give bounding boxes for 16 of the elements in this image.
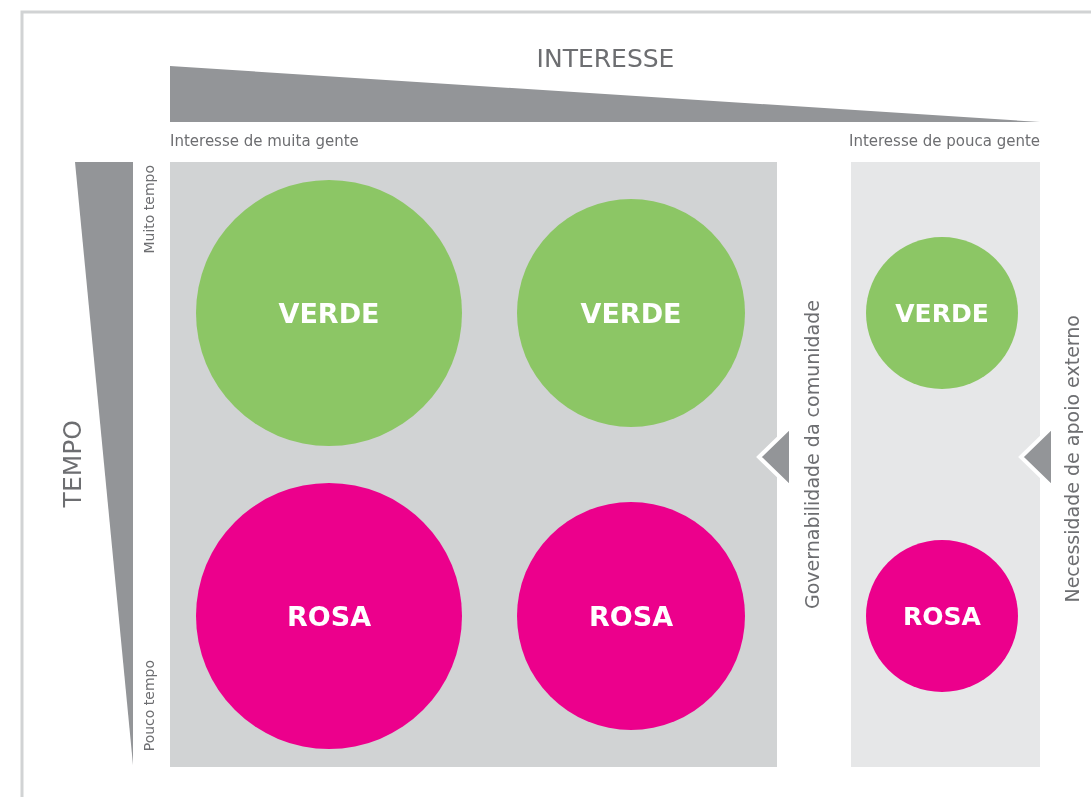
axis-end-label: Muito tempo bbox=[141, 165, 157, 254]
axis-end-label: Pouco tempo bbox=[141, 660, 157, 752]
axis-end-label: Interesse de pouca gente bbox=[848, 132, 1040, 150]
panel bbox=[851, 162, 1040, 767]
category-circle: VERDE bbox=[517, 199, 745, 427]
direction-label: Necessidade de apoio externo bbox=[1061, 315, 1083, 603]
category-circle: ROSA bbox=[866, 540, 1018, 692]
category-circle: VERDE bbox=[196, 180, 462, 446]
axis-end-label: Interesse de muita gente bbox=[170, 132, 359, 150]
category-circle: ROSA bbox=[517, 502, 745, 730]
panel bbox=[170, 162, 777, 767]
axis-title: TEMPO bbox=[58, 420, 87, 508]
axis-title: INTERESSE bbox=[535, 44, 676, 73]
category-circle: ROSA bbox=[196, 483, 462, 749]
category-circle: VERDE bbox=[866, 237, 1018, 389]
direction-label: Governabilidade da comunidade bbox=[801, 300, 823, 609]
